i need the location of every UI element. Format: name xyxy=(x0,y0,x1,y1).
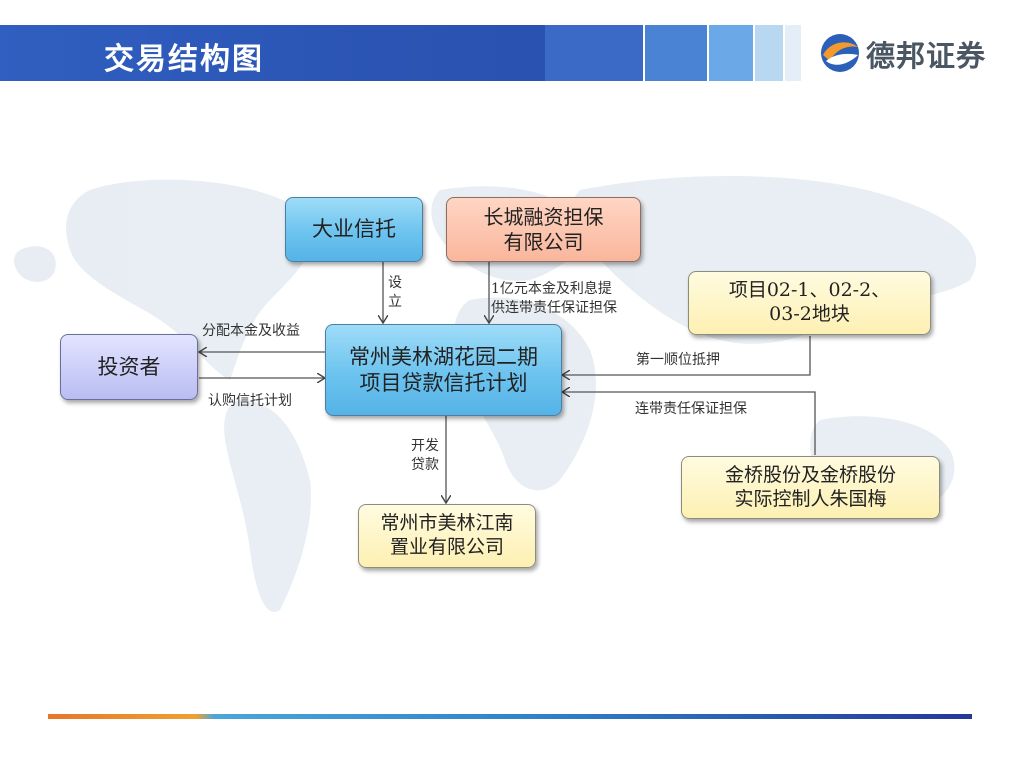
header-strip xyxy=(755,25,783,81)
node-label-line: 常州美林湖花园二期 xyxy=(349,344,538,369)
header-strip xyxy=(709,25,753,81)
node-label: 大业信托 xyxy=(312,217,396,242)
edge-label-line: 设 xyxy=(388,275,402,291)
node-label-line: 03-2地块 xyxy=(769,303,850,325)
footer-bar xyxy=(48,714,972,719)
page-title: 交易结构图 xyxy=(104,42,264,77)
node-developer: 常州市美林江南 置业有限公司 xyxy=(358,504,536,568)
edge-label-distribute: 分配本金及收益 xyxy=(202,323,300,339)
edge-label-line: 1亿元本金及利息提 xyxy=(491,281,612,297)
arrow-joint-guarantee xyxy=(562,392,816,455)
node-investor: 投资者 xyxy=(60,334,198,400)
node-label-line: 长城融资担保 xyxy=(483,204,604,229)
node-trust-company: 大业信托 xyxy=(285,197,423,262)
edge-label-line: 贷款 xyxy=(411,457,439,473)
node-trust-plan: 常州美林湖花园二期 项目贷款信托计划 xyxy=(325,324,562,416)
edge-label-line: 供连带责任保证担保 xyxy=(491,300,617,316)
node-label-line: 实际控制人朱国梅 xyxy=(734,487,887,510)
edge-label-guarantee: 1亿元本金及利息提 供连带责任保证担保 xyxy=(491,280,617,318)
node-label-line: 项目贷款信托计划 xyxy=(359,371,528,395)
node-label-line: 常州市美林江南 xyxy=(380,512,514,535)
node-land-parcels: 项目02-1、02-2、 03-2地块 xyxy=(688,271,931,335)
logo-swirl-icon xyxy=(821,34,859,72)
edge-label-loan: 开发 贷款 xyxy=(411,437,439,475)
node-label-line: 金桥股份及金桥股份 xyxy=(724,463,896,486)
header-strip xyxy=(785,25,801,81)
node-joint-guarantor: 金桥股份及金桥股份 实际控制人朱国梅 xyxy=(681,456,940,519)
logo-text: 德邦证券 xyxy=(866,39,987,73)
node-label-line: 有限公司 xyxy=(503,229,584,254)
node-label-line: 项目02-1、02-2、 xyxy=(728,279,891,302)
edge-label-subscribe: 认购信托计划 xyxy=(208,393,292,409)
node-label-line: 置业有限公司 xyxy=(389,536,504,558)
edge-label-establish: 设 立 xyxy=(388,274,402,312)
node-label: 投资者 xyxy=(97,354,161,379)
header-strip xyxy=(645,25,707,81)
edge-label-line: 开发 xyxy=(411,438,439,454)
company-logo: 德邦证券 xyxy=(818,31,1018,75)
header-strip xyxy=(545,25,643,81)
arrow-mortgage xyxy=(562,336,811,375)
edge-label-joint-guarantee: 连带责任保证担保 xyxy=(635,401,747,417)
slide-header: 交易结构图 德邦证券 xyxy=(0,25,1024,81)
header-band xyxy=(0,25,545,81)
edge-label-line: 立 xyxy=(388,294,402,310)
node-guarantor: 长城融资担保 有限公司 xyxy=(446,197,641,262)
edge-label-mortgage: 第一顺位抵押 xyxy=(636,352,720,368)
